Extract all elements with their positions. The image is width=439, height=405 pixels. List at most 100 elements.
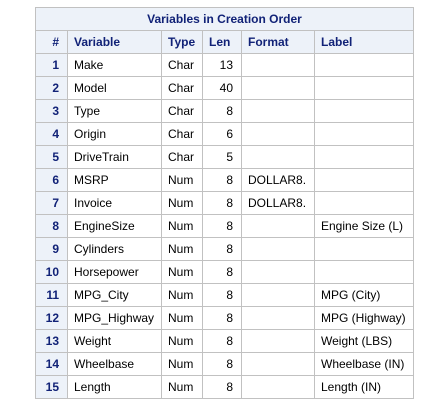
variable-label xyxy=(314,191,414,215)
row-number: 5 xyxy=(35,145,68,169)
variables-table-container: Variables in Creation Order # Variable T… xyxy=(35,7,414,399)
variable-label: MPG (Highway) xyxy=(314,306,414,330)
variable-length: 8 xyxy=(202,329,242,353)
row-number: 14 xyxy=(35,352,68,376)
variable-type: Num xyxy=(161,352,203,376)
row-number: 8 xyxy=(35,214,68,238)
variable-length: 8 xyxy=(202,168,242,192)
variable-label: MPG (City) xyxy=(314,283,414,307)
row-number: 13 xyxy=(35,329,68,353)
row-number: 2 xyxy=(35,76,68,100)
variable-name: Origin xyxy=(67,122,162,146)
variable-format xyxy=(241,122,315,146)
variable-label: Wheelbase (IN) xyxy=(314,352,414,376)
variable-type: Char xyxy=(161,76,203,100)
variable-length: 8 xyxy=(202,375,242,399)
variable-format xyxy=(241,283,315,307)
variable-name: Cylinders xyxy=(67,237,162,261)
variable-format: DOLLAR8. xyxy=(241,191,315,215)
row-number: 1 xyxy=(35,53,68,77)
variable-label xyxy=(314,260,414,284)
column-header-len: Len xyxy=(202,30,242,54)
variable-length: 13 xyxy=(202,53,242,77)
variables-table: Variables in Creation Order # Variable T… xyxy=(35,7,414,399)
row-number: 9 xyxy=(35,237,68,261)
variable-format xyxy=(241,145,315,169)
variable-type: Num xyxy=(161,168,203,192)
variable-type: Char xyxy=(161,145,203,169)
column-header-format: Format xyxy=(241,30,315,54)
variable-length: 8 xyxy=(202,214,242,238)
variable-format xyxy=(241,352,315,376)
variable-name: Model xyxy=(67,76,162,100)
variable-label xyxy=(314,237,414,261)
row-number: 11 xyxy=(35,283,68,307)
row-number: 10 xyxy=(35,260,68,284)
variable-format xyxy=(241,99,315,123)
variable-label xyxy=(314,76,414,100)
column-header-number: # xyxy=(35,30,68,54)
variable-length: 6 xyxy=(202,122,242,146)
variable-name: MPG_City xyxy=(67,283,162,307)
column-header-label: Label xyxy=(314,30,414,54)
variable-name: Length xyxy=(67,375,162,399)
variable-type: Num xyxy=(161,260,203,284)
variable-label xyxy=(314,53,414,77)
variable-length: 8 xyxy=(202,260,242,284)
variable-type: Num xyxy=(161,191,203,215)
variable-label xyxy=(314,145,414,169)
variable-label: Length (IN) xyxy=(314,375,414,399)
variable-name: Type xyxy=(67,99,162,123)
variable-type: Num xyxy=(161,306,203,330)
variable-name: EngineSize xyxy=(67,214,162,238)
variable-format xyxy=(241,329,315,353)
variable-format xyxy=(241,375,315,399)
variable-format xyxy=(241,76,315,100)
column-header-row: # Variable Type Len Format Label xyxy=(35,30,414,54)
variable-name: MPG_Highway xyxy=(67,306,162,330)
variable-label: Weight (LBS) xyxy=(314,329,414,353)
row-number: 7 xyxy=(35,191,68,215)
column-header-variable: Variable xyxy=(67,30,162,54)
variable-length: 40 xyxy=(202,76,242,100)
variable-type: Num xyxy=(161,214,203,238)
variable-type: Num xyxy=(161,329,203,353)
column-header-type: Type xyxy=(161,30,203,54)
variable-name: Horsepower xyxy=(67,260,162,284)
variable-name: Make xyxy=(67,53,162,77)
variable-type: Num xyxy=(161,283,203,307)
variable-format: DOLLAR8. xyxy=(241,168,315,192)
variable-type: Char xyxy=(161,122,203,146)
variable-length: 8 xyxy=(202,352,242,376)
row-number: 4 xyxy=(35,122,68,146)
variable-format xyxy=(241,237,315,261)
variable-format xyxy=(241,306,315,330)
row-number: 15 xyxy=(35,375,68,399)
table-caption: Variables in Creation Order xyxy=(35,7,414,31)
row-number: 6 xyxy=(35,168,68,192)
variable-length: 8 xyxy=(202,99,242,123)
variable-name: DriveTrain xyxy=(67,145,162,169)
variable-length: 8 xyxy=(202,237,242,261)
variable-name: MSRP xyxy=(67,168,162,192)
variable-label xyxy=(314,99,414,123)
variable-label xyxy=(314,122,414,146)
variable-type: Char xyxy=(161,53,203,77)
variable-format xyxy=(241,214,315,238)
variable-type: Num xyxy=(161,237,203,261)
variable-length: 8 xyxy=(202,306,242,330)
